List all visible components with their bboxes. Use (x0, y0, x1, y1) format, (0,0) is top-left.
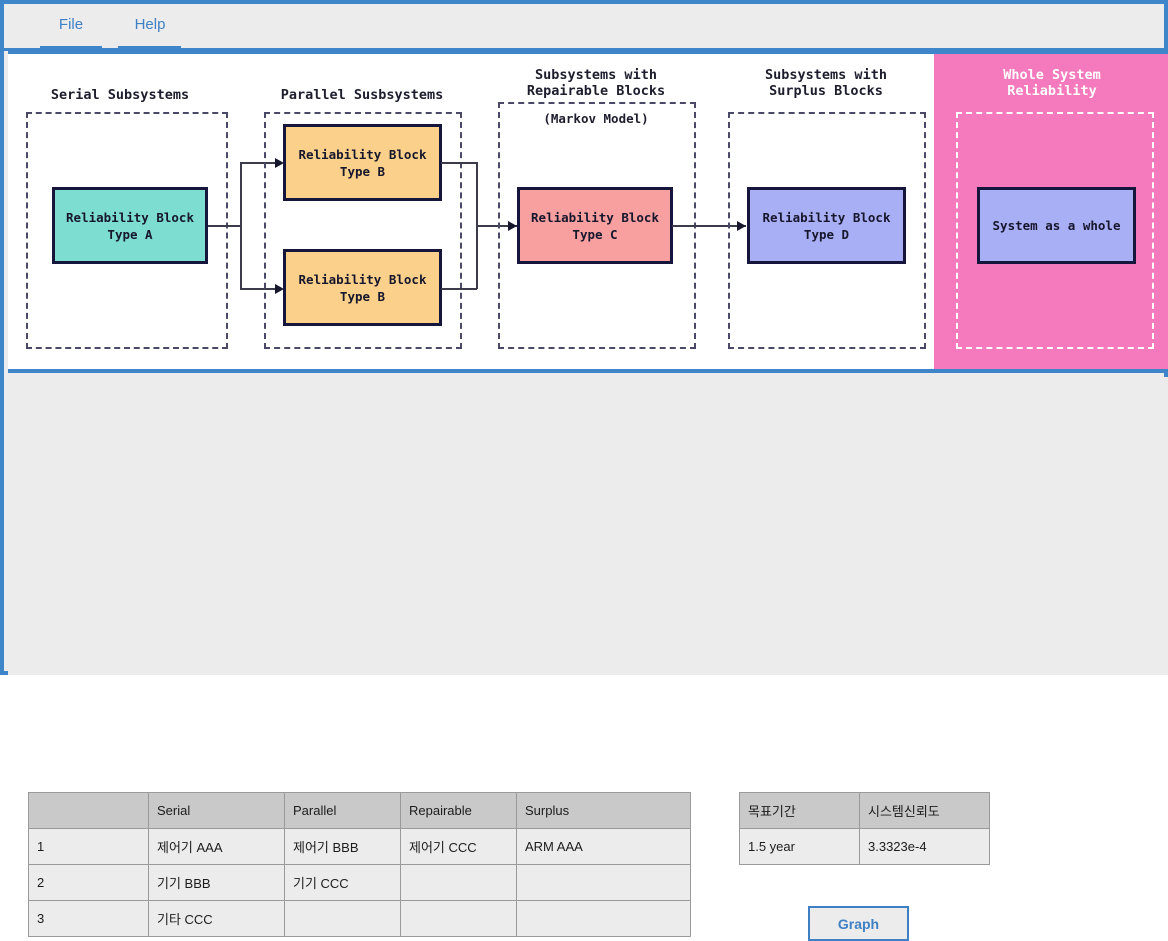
wire-c-to-d (672, 225, 746, 227)
table-header-row: Serial Parallel Repairable Surplus (28, 792, 691, 829)
group-whole-system-title: Whole System Reliability (1003, 67, 1101, 99)
cell-system-reliability[interactable]: 3.3323e-4 (859, 828, 990, 865)
wire-b-bottom-to-merge (441, 288, 477, 290)
arrow-into-c (508, 221, 517, 231)
lower-panel: Serial Parallel Repairable Surplus 1 제어기… (8, 377, 1168, 941)
cell-parallel[interactable] (284, 900, 401, 937)
wire-a-to-bus (208, 225, 241, 227)
column-header-system-reliability[interactable]: 시스템신뢰도 (859, 792, 990, 829)
wire-merge-to-c (476, 225, 517, 227)
cell-index[interactable]: 2 (28, 864, 149, 901)
wire-b-top-to-merge (441, 162, 477, 164)
reliability-block-diagram: Serial Subsystems Reliability Block Type… (8, 54, 1168, 369)
group-repairable-title: Subsystems with Repairable Blocks (526, 67, 666, 99)
block-type-b-top[interactable]: Reliability Block Type B (283, 124, 442, 201)
cell-repairable[interactable]: 제어기 CCC (400, 828, 517, 865)
column-header-parallel[interactable]: Parallel (284, 792, 401, 829)
wire-bus-to-b-top (240, 162, 282, 164)
group-parallel-title: Parallel Susbsystems (280, 87, 444, 103)
block-type-d[interactable]: Reliability Block Type D (747, 187, 906, 264)
table-row[interactable]: 3 기타 CCC (28, 900, 691, 937)
arrow-into-d (737, 221, 746, 231)
menu-help[interactable]: Help (134, 16, 166, 33)
subsystem-table[interactable]: Serial Parallel Repairable Surplus 1 제어기… (28, 792, 691, 937)
arrow-into-b-bottom (275, 284, 284, 294)
column-header-surplus[interactable]: Surplus (516, 792, 691, 829)
column-header-target-period[interactable]: 목표기간 (739, 792, 860, 829)
result-table[interactable]: 목표기간 시스템신뢰도 1.5 year 3.3323e-4 (739, 792, 990, 865)
group-surplus-title: Subsystems with Surplus Blocks (765, 67, 887, 99)
column-header-serial[interactable]: Serial (148, 792, 285, 829)
cell-serial[interactable]: 기타 CCC (148, 900, 285, 937)
block-type-c[interactable]: Reliability Block Type C (517, 187, 673, 264)
group-surplus-dashed-box (728, 112, 926, 349)
graph-button[interactable]: Graph (808, 906, 909, 941)
group-serial-title: Serial Subsystems (50, 87, 190, 103)
column-header-index[interactable] (28, 792, 149, 829)
column-header-repairable[interactable]: Repairable (400, 792, 517, 829)
cell-surplus[interactable]: ARM AAA (516, 828, 691, 865)
cell-surplus[interactable] (516, 864, 691, 901)
group-serial-dashed-box (26, 112, 228, 349)
menu-file[interactable]: File (58, 16, 84, 33)
diagram-panel: Serial Subsystems Reliability Block Type… (8, 51, 1168, 373)
result-header-row: 목표기간 시스템신뢰도 (739, 792, 990, 829)
cell-parallel[interactable]: 제어기 BBB (284, 828, 401, 865)
cell-repairable[interactable] (400, 900, 517, 937)
wire-parallel-bus-left (240, 162, 242, 289)
cell-parallel[interactable]: 기기 CCC (284, 864, 401, 901)
markov-model-note: (Markov Model) (543, 111, 649, 126)
group-whole-system-dashed-box (956, 112, 1154, 349)
block-type-b-bottom[interactable]: Reliability Block Type B (283, 249, 442, 326)
group-parallel-dashed-box (264, 112, 462, 349)
table-row[interactable]: 1 제어기 AAA 제어기 BBB 제어기 CCC ARM AAA (28, 828, 691, 865)
cell-index[interactable]: 3 (28, 900, 149, 937)
result-row[interactable]: 1.5 year 3.3323e-4 (739, 828, 990, 865)
block-type-a[interactable]: Reliability Block Type A (52, 187, 208, 264)
arrow-into-b-top (275, 158, 284, 168)
cell-index[interactable]: 1 (28, 828, 149, 865)
menu-bar: File Help (4, 4, 1164, 51)
block-system-as-a-whole[interactable]: System as a whole (977, 187, 1136, 264)
wire-bus-to-b-bottom (240, 288, 282, 290)
cell-target-period[interactable]: 1.5 year (739, 828, 860, 865)
table-row[interactable]: 2 기기 BBB 기기 CCC (28, 864, 691, 901)
menu-bar-baseline (4, 48, 1164, 51)
cell-repairable[interactable] (400, 864, 517, 901)
cell-surplus[interactable] (516, 900, 691, 937)
cell-serial[interactable]: 기기 BBB (148, 864, 285, 901)
cell-serial[interactable]: 제어기 AAA (148, 828, 285, 865)
